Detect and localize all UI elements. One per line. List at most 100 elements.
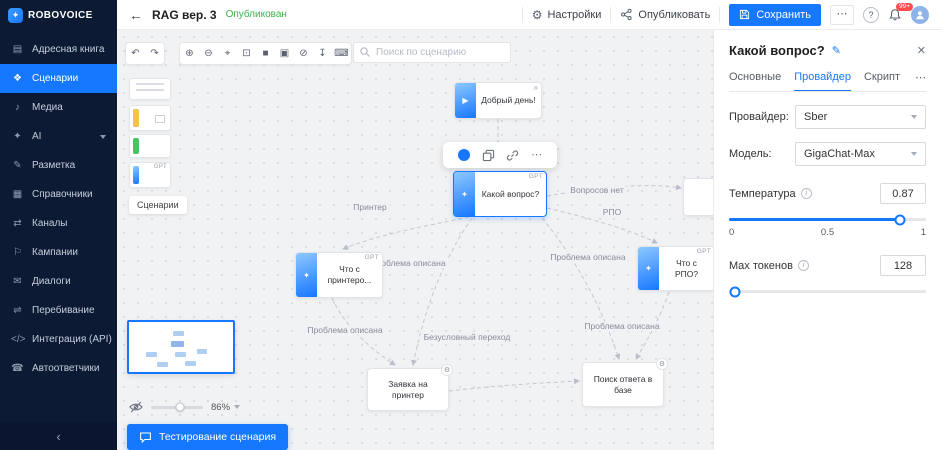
sidebar-item-label: AI: [32, 131, 42, 142]
tabs-overflow-button[interactable]: ⋯: [910, 71, 926, 84]
keyboard-shortcuts-icon[interactable]: ⌨: [334, 48, 349, 59]
node-question-gpt[interactable]: ✦ Какой вопрос? GPT: [453, 171, 547, 217]
zoom-in-icon[interactable]: ⊕: [185, 48, 194, 59]
link-icon[interactable]: [506, 149, 519, 162]
edge-label: Принтер: [350, 202, 390, 212]
sidebar-item-markup[interactable]: ✎Разметка: [0, 151, 117, 180]
back-button[interactable]: ←: [129, 6, 143, 23]
notification-badge: 99+: [896, 2, 914, 11]
hide-elements-icon[interactable]: ⊘: [299, 48, 308, 59]
zoom-slider[interactable]: [151, 402, 203, 412]
panel-tabs: Основные Провайдер Скрипт Голос ⋯: [729, 71, 926, 92]
node-printer-gpt[interactable]: ✦ Что с принтеро... GPT: [295, 252, 383, 298]
publish-button[interactable]: Опубликовать: [620, 8, 710, 21]
canvas-history-toolbar: ↶ ↷: [125, 42, 165, 65]
temperature-label: Температура: [729, 187, 796, 200]
sidebar-item-integration-api[interactable]: </>Интеграция (API): [0, 325, 117, 354]
node-knowledge-search[interactable]: Поиск ответа в базе ⚙: [582, 358, 668, 407]
palette-node-text[interactable]: [129, 78, 171, 100]
collapse-node-icon[interactable]: »: [533, 83, 538, 92]
test-scenario-button[interactable]: Тестирование сценария: [127, 424, 289, 450]
tab-main[interactable]: Основные: [729, 71, 782, 83]
node-label: Заявка на принтер: [388, 378, 428, 400]
node-partial[interactable]: [683, 178, 713, 216]
eye-hidden-icon[interactable]: [129, 400, 143, 414]
minimap-node: [197, 349, 207, 354]
center-target-icon[interactable]: ⌖: [224, 48, 231, 59]
scenario-title: RAG вер. 3: [152, 7, 217, 22]
palette-node-green[interactable]: [129, 134, 171, 158]
zoom-slider-handle[interactable]: [175, 402, 185, 412]
help-button[interactable]: ?: [863, 6, 879, 23]
max-tokens-input[interactable]: 128: [880, 255, 926, 276]
sidebar-item-interruption[interactable]: ⇌Перебивание: [0, 296, 117, 325]
redo-button[interactable]: ↷: [150, 48, 159, 59]
chat-icon: [139, 431, 152, 444]
scenario-search-input[interactable]: [353, 42, 511, 63]
save-icon: [739, 9, 750, 20]
info-icon[interactable]: i: [800, 188, 812, 199]
max-tokens-slider-handle[interactable]: [729, 286, 741, 297]
node-settings-gear-icon[interactable]: ⚙: [656, 358, 668, 370]
edit-title-icon[interactable]: ✎: [831, 45, 841, 57]
user-icon: [914, 9, 926, 21]
node-more-button[interactable]: ⋯: [531, 148, 543, 161]
max-tokens-slider[interactable]: [729, 286, 926, 297]
sidebar-item-label: Перебивание: [32, 305, 95, 316]
sidebar-item-autoresponders[interactable]: ☎Автоответчики: [0, 354, 117, 383]
node-settings-gear-icon[interactable]: ⚙: [441, 364, 453, 376]
sidebar-item-directories[interactable]: ▦Справочники: [0, 180, 117, 209]
node-rpo-gpt[interactable]: ✦ Что с РПО? GPT: [637, 246, 713, 291]
frames-icon[interactable]: ▣: [279, 48, 290, 59]
duplicate-icon[interactable]: [482, 149, 495, 162]
notifications-button[interactable]: 99+: [888, 2, 914, 22]
node-label: Добрый день!: [481, 95, 536, 106]
tab-script[interactable]: Скрипт: [863, 71, 900, 83]
sidebar-item-dialogs[interactable]: ✉Диалоги: [0, 267, 117, 296]
temperature-input[interactable]: 0.87: [880, 183, 926, 204]
sidebar-item-ai[interactable]: ✦AI: [0, 122, 117, 151]
temperature-slider[interactable]: [729, 214, 926, 225]
close-panel-icon[interactable]: ✕: [916, 45, 926, 57]
sidebar-collapse-button[interactable]: ‹: [0, 422, 117, 450]
edge-label: РПО: [599, 207, 625, 217]
settings-button[interactable]: ⚙ Настройки: [532, 9, 602, 21]
max-tokens-label: Max токенов: [729, 259, 793, 272]
avatar[interactable]: [911, 5, 929, 24]
scenario-canvas[interactable]: ↶ ↷ ⊕ ⊖ ⌖ ⊡ ■ ▣ ⊘ ↧ ⌨: [117, 30, 713, 450]
palette-node-yellow[interactable]: [129, 105, 171, 131]
minimap-node: [146, 352, 157, 357]
sidebar-item-channels[interactable]: ⇄Каналы: [0, 209, 117, 238]
temperature-slider-handle[interactable]: [894, 214, 906, 225]
sidebar-item-address-book[interactable]: ▤Адресная книга: [0, 35, 117, 64]
blue-bar-icon: [133, 166, 139, 184]
node-start-greeting[interactable]: ▶ Добрый день! »: [454, 82, 542, 119]
minimap[interactable]: [127, 320, 235, 374]
node-color-button[interactable]: [457, 149, 470, 161]
divider: [521, 6, 523, 23]
tab-provider[interactable]: Провайдер: [794, 71, 851, 91]
sidebar-item-scenarios[interactable]: ❖Сценарии: [0, 64, 117, 93]
info-icon[interactable]: i: [797, 260, 809, 271]
minimap-node: [157, 362, 168, 367]
model-select[interactable]: GigaChat-Max: [795, 142, 926, 166]
palette-group-scenarios[interactable]: Сценарии: [129, 196, 187, 214]
minimap-node: [171, 341, 184, 347]
palette-node-gpt[interactable]: GPT: [129, 162, 171, 188]
sidebar-item-media[interactable]: ♪Медиа: [0, 93, 117, 122]
undo-button[interactable]: ↶: [131, 48, 140, 59]
download-icon[interactable]: ↧: [318, 48, 327, 59]
save-button[interactable]: Сохранить: [729, 3, 821, 26]
provider-select[interactable]: Sber: [795, 105, 926, 129]
edge-label: Безусловный переход: [420, 332, 514, 342]
zoom-out-icon[interactable]: ⊖: [204, 48, 213, 59]
more-button[interactable]: ⋯: [830, 4, 854, 25]
sidebar-item-campaigns[interactable]: ⚐Кампании: [0, 238, 117, 267]
fit-screen-icon[interactable]: ⊡: [242, 48, 251, 59]
fill-square-icon[interactable]: ■: [262, 48, 269, 59]
sidebar-item-label: Медиа: [32, 102, 63, 113]
node-printer-ticket[interactable]: Заявка на принтер ⚙: [367, 364, 453, 411]
zoom-level-select[interactable]: 86%: [211, 402, 241, 413]
channels-icon: ⇄: [13, 218, 22, 229]
canvas-view-toolbar: ⊕ ⊖ ⌖ ⊡ ■ ▣ ⊘ ↧ ⌨: [179, 42, 352, 65]
